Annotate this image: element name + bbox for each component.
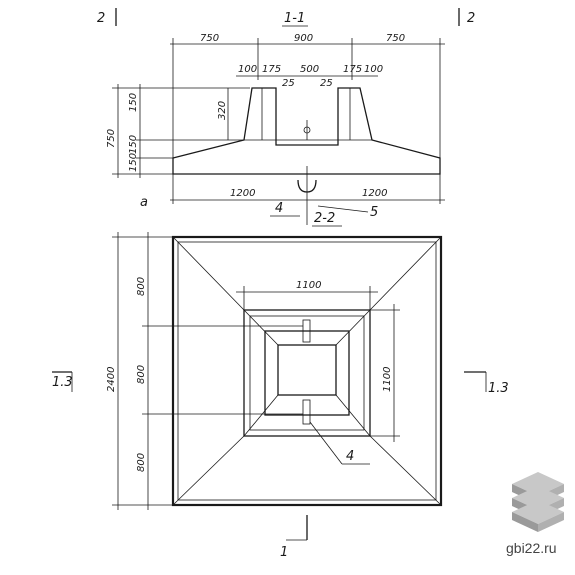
dim-150-b: 150 xyxy=(128,135,139,154)
callout-5: 5 xyxy=(370,205,378,220)
section-mark-plan-right: 1.3 xyxy=(488,381,509,396)
dim-25-left: 25 xyxy=(282,78,295,89)
dim-top-right: 750 xyxy=(386,33,405,44)
dim-100-left: 100 xyxy=(238,64,257,75)
dim-top-mid: 900 xyxy=(294,33,313,44)
callout-4-top: 4 xyxy=(275,201,283,216)
dim-320: 320 xyxy=(217,101,228,120)
section-outline xyxy=(172,87,441,175)
diag-in-br xyxy=(335,394,371,437)
diag-in-bl xyxy=(243,394,279,437)
plan-step xyxy=(243,309,371,437)
mark-2-2: 2-2 xyxy=(314,211,335,226)
dim-1100-top: 1100 xyxy=(296,280,321,291)
section-mark-plan-left: 1.3 xyxy=(52,375,73,390)
letter-a: a xyxy=(140,195,148,210)
section-mark-left: 2 xyxy=(97,11,105,26)
watermark: gbi22.ru xyxy=(506,472,564,556)
plan-socket-bottom xyxy=(277,344,337,396)
diag-in-tl xyxy=(243,309,279,346)
plan-step-inner xyxy=(249,315,365,431)
dim-800-a: 800 xyxy=(136,277,147,296)
dim-150-c: 150 xyxy=(128,153,139,172)
section-1-1: 1-1 2 2 750 900 750 100 175 500 175 100 … xyxy=(97,8,475,227)
dim-800-c: 800 xyxy=(136,453,147,472)
dim-175-right: 175 xyxy=(343,64,362,75)
dim-1200-right: 1200 xyxy=(362,188,387,199)
diag-br xyxy=(369,435,442,506)
section-mark-right: 2 xyxy=(467,11,475,26)
plan-socket xyxy=(264,330,350,416)
dim-800-b: 800 xyxy=(136,365,147,384)
dim-500: 500 xyxy=(300,64,319,75)
plan-outer-inner xyxy=(177,241,437,501)
plan-view: 1100 1100 2400 800 800 800 1.3 1.3 4 1 xyxy=(52,232,509,560)
callout-4-plan: 4 xyxy=(346,449,354,464)
dim-2400: 2400 xyxy=(106,367,117,392)
callout-5-leader xyxy=(317,205,369,213)
watermark-logo-icon xyxy=(512,472,564,532)
dim-1100-right: 1100 xyxy=(382,367,393,392)
diag-tr xyxy=(369,236,442,311)
callout-4-plan-leader xyxy=(309,421,343,465)
dim-top-left: 750 xyxy=(200,33,219,44)
diag-in-tr xyxy=(335,309,371,346)
diag-tl xyxy=(172,236,245,311)
dim-1200-left: 1200 xyxy=(230,188,255,199)
diag-bl xyxy=(172,435,245,506)
dim-100-right: 100 xyxy=(364,64,383,75)
anchor-bar-top xyxy=(302,319,311,343)
plan-outer xyxy=(171,235,443,507)
section-mark-bottom: 1 xyxy=(280,545,288,560)
dim-750: 750 xyxy=(106,129,117,148)
dim-150-a: 150 xyxy=(128,93,139,112)
dim-175-left: 175 xyxy=(262,64,281,75)
section-title: 1-1 xyxy=(284,11,305,26)
anchor-bar-bottom xyxy=(302,399,311,425)
lifting-loop xyxy=(297,179,317,193)
dim-25-right: 25 xyxy=(320,78,333,89)
watermark-text: gbi22.ru xyxy=(506,540,557,556)
